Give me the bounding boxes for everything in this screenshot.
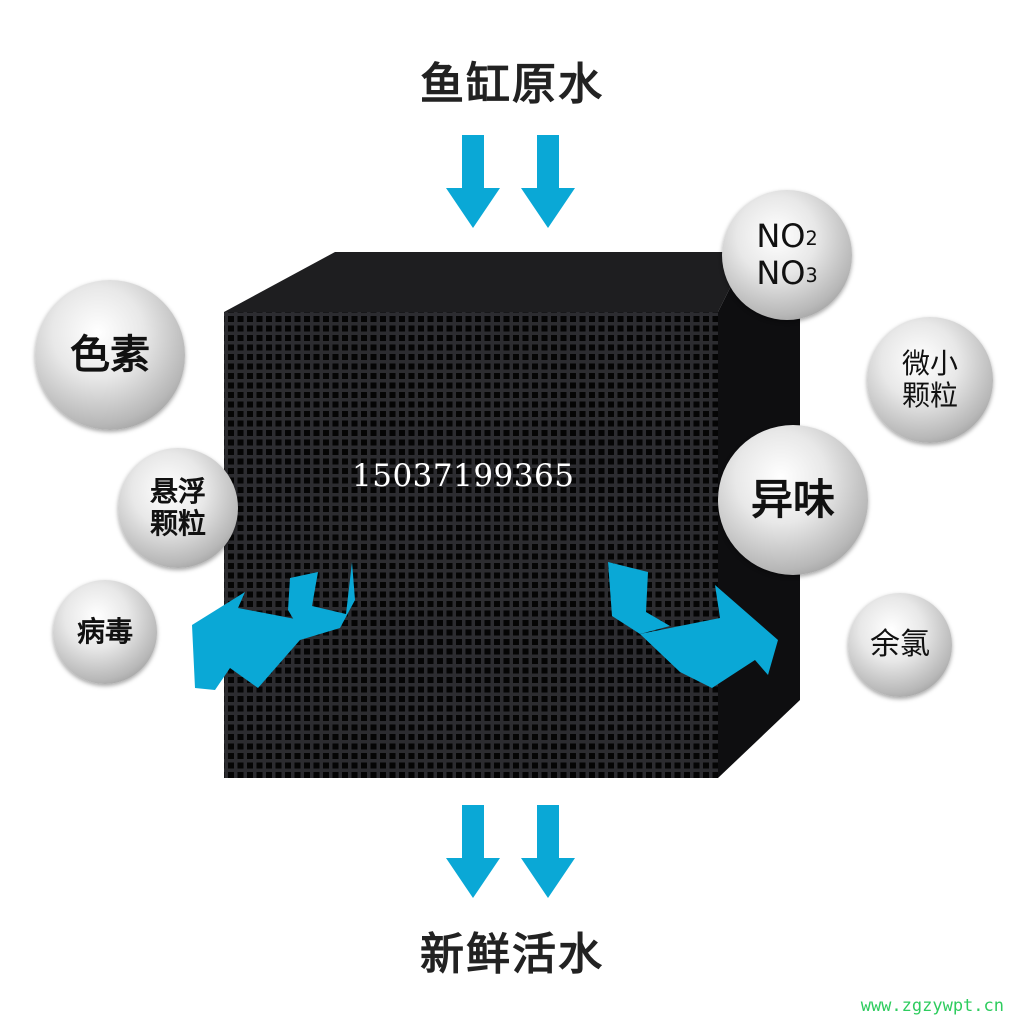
bubble-residual-chlorine: 余氯 [848,593,952,697]
bubble-label: 色素 [70,332,150,378]
bubble-pigment: 色素 [35,280,185,430]
bubble-label: 颗粒 [149,507,206,540]
bubble-label: 病毒 [76,614,133,648]
cube-front-face [224,312,718,778]
bubble-micro-particles: 微小颗粒 [867,317,993,443]
title-raw-water: 鱼缸原水 [420,59,604,110]
bubble-label: 异味 [750,474,835,524]
bubble-label: 颗粒 [901,379,958,412]
phone-number: 15037199365 [352,458,575,494]
no2-label: NO2 [756,217,818,256]
down-arrow-icon-bottom [446,805,575,898]
bubble-odor: 异味 [718,425,868,575]
bubble-virus: 病毒 [53,580,157,684]
no3-label: NO3 [756,254,818,292]
bubble-label: 余氯 [870,626,930,662]
bubble-label: 悬浮 [149,474,206,508]
title-fresh-water: 新鲜活水 [420,929,604,980]
cube-top-face [224,252,748,312]
watermark: www.zgzywpt.cn [860,996,1004,1016]
down-arrow-icon-top [446,135,575,228]
flow-arrow-icon-left [192,562,355,690]
flow-arrow-icon-right [608,562,778,688]
bubble-nitrite-nitrate: NO2 NO3 [722,190,852,320]
bubble-label: 微小 [901,346,958,380]
bubble-suspended-particles: 悬浮颗粒 [118,448,238,568]
